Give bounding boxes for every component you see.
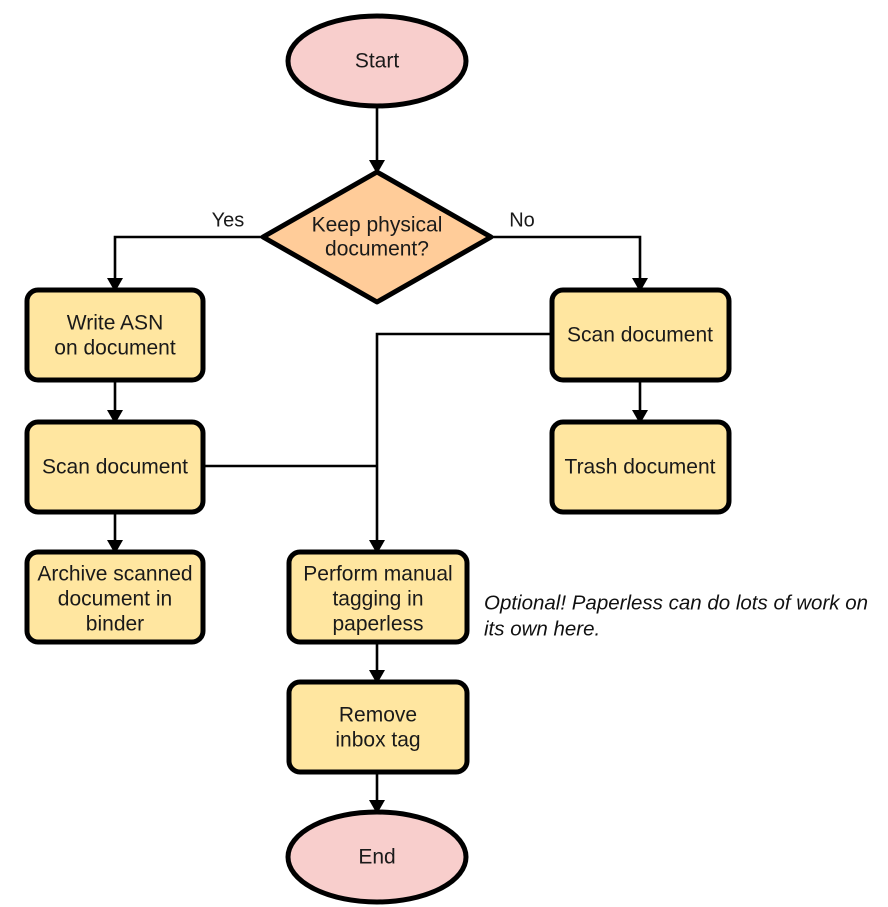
arrowhead-down-icon xyxy=(369,540,385,554)
edge-decision-no-to-scan-right: No xyxy=(491,209,648,292)
optional-note-line2: its own here. xyxy=(484,617,600,640)
node-end[interactable]: End xyxy=(285,809,469,905)
node-remove-inbox-tag-label-line2: inbox tag xyxy=(335,729,420,752)
process-box[interactable] xyxy=(24,419,206,515)
node-archive-scanned-document[interactable]: Archive scanned document in binder xyxy=(24,549,206,645)
edge-tagging-to-remove-inbox-tag xyxy=(369,642,385,684)
start-ellipse[interactable] xyxy=(285,13,469,109)
edge-scan-left-to-archive xyxy=(107,512,123,554)
arrowhead-down-icon xyxy=(369,160,385,174)
edge-decision-yes-to-write-asn: Yes xyxy=(107,209,263,292)
node-trash-document[interactable]: Trash document xyxy=(549,419,732,515)
node-start[interactable]: Start xyxy=(285,13,469,109)
edge-path xyxy=(375,332,552,546)
process-box[interactable] xyxy=(549,287,732,383)
process-box[interactable] xyxy=(549,419,732,515)
node-remove-inbox-tag[interactable]: Remove inbox tag xyxy=(286,679,470,775)
process-box[interactable] xyxy=(286,679,470,775)
edge-path xyxy=(113,235,263,284)
node-scan-document-right[interactable]: Scan document xyxy=(549,287,732,383)
process-box[interactable] xyxy=(286,549,470,645)
edge-path xyxy=(491,235,642,284)
node-end-label: End xyxy=(358,846,395,869)
arrowhead-down-icon xyxy=(107,410,123,424)
arrowhead-down-icon xyxy=(632,410,648,424)
node-scan-document-left[interactable]: Scan document xyxy=(24,419,206,515)
node-trash-document-label: Trash document xyxy=(565,456,716,479)
edge-label-yes: Yes xyxy=(212,209,245,231)
node-archive-label-line2: document in xyxy=(58,588,172,611)
node-start-label: Start xyxy=(355,50,400,73)
arrowhead-down-icon xyxy=(107,540,123,554)
process-box[interactable] xyxy=(24,549,206,645)
edge-scan-right-to-trash xyxy=(632,380,648,424)
edge-layer: Yes No xyxy=(107,106,648,814)
arrowhead-down-icon xyxy=(107,278,123,292)
node-archive-label-line1: Archive scanned xyxy=(37,563,192,586)
node-write-asn-on-document[interactable]: Write ASN on document xyxy=(24,287,206,383)
node-scan-document-left-label: Scan document xyxy=(42,456,188,479)
node-remove-inbox-tag-label-line1: Remove xyxy=(339,704,417,727)
node-tagging-label-line3: paperless xyxy=(332,613,423,636)
end-ellipse[interactable] xyxy=(285,809,469,905)
node-scan-document-right-label: Scan document xyxy=(567,324,713,347)
edge-scan-right-to-tagging xyxy=(369,332,552,554)
node-layer: Start Keep physical document? Write ASN … xyxy=(24,13,732,905)
process-box[interactable] xyxy=(24,287,206,383)
node-perform-manual-tagging[interactable]: Perform manual tagging in paperless xyxy=(286,549,470,645)
annotation-layer: Optional! Paperless can do lots of work … xyxy=(484,591,868,640)
decision-diamond[interactable] xyxy=(260,169,494,305)
edge-write-asn-to-scan-left xyxy=(107,380,123,424)
edge-start-to-decision xyxy=(369,106,385,174)
node-decision-label-line1: Keep physical xyxy=(312,214,443,237)
arrowhead-down-icon xyxy=(632,278,648,292)
node-write-asn-label-line2: on document xyxy=(54,337,176,360)
node-tagging-label-line2: tagging in xyxy=(332,588,423,611)
arrowhead-down-icon xyxy=(369,670,385,684)
node-write-asn-label-line1: Write ASN xyxy=(67,312,163,335)
edge-label-no: No xyxy=(509,209,535,231)
node-keep-physical-document[interactable]: Keep physical document? xyxy=(260,169,494,305)
arrowhead-down-icon xyxy=(369,800,385,814)
node-tagging-label-line1: Perform manual xyxy=(303,563,452,586)
node-decision-label-line2: document? xyxy=(325,238,429,261)
node-archive-label-line3: binder xyxy=(86,613,144,636)
optional-note-line1: Optional! Paperless can do lots of work … xyxy=(484,591,868,614)
edge-remove-inbox-tag-to-end xyxy=(369,772,385,814)
